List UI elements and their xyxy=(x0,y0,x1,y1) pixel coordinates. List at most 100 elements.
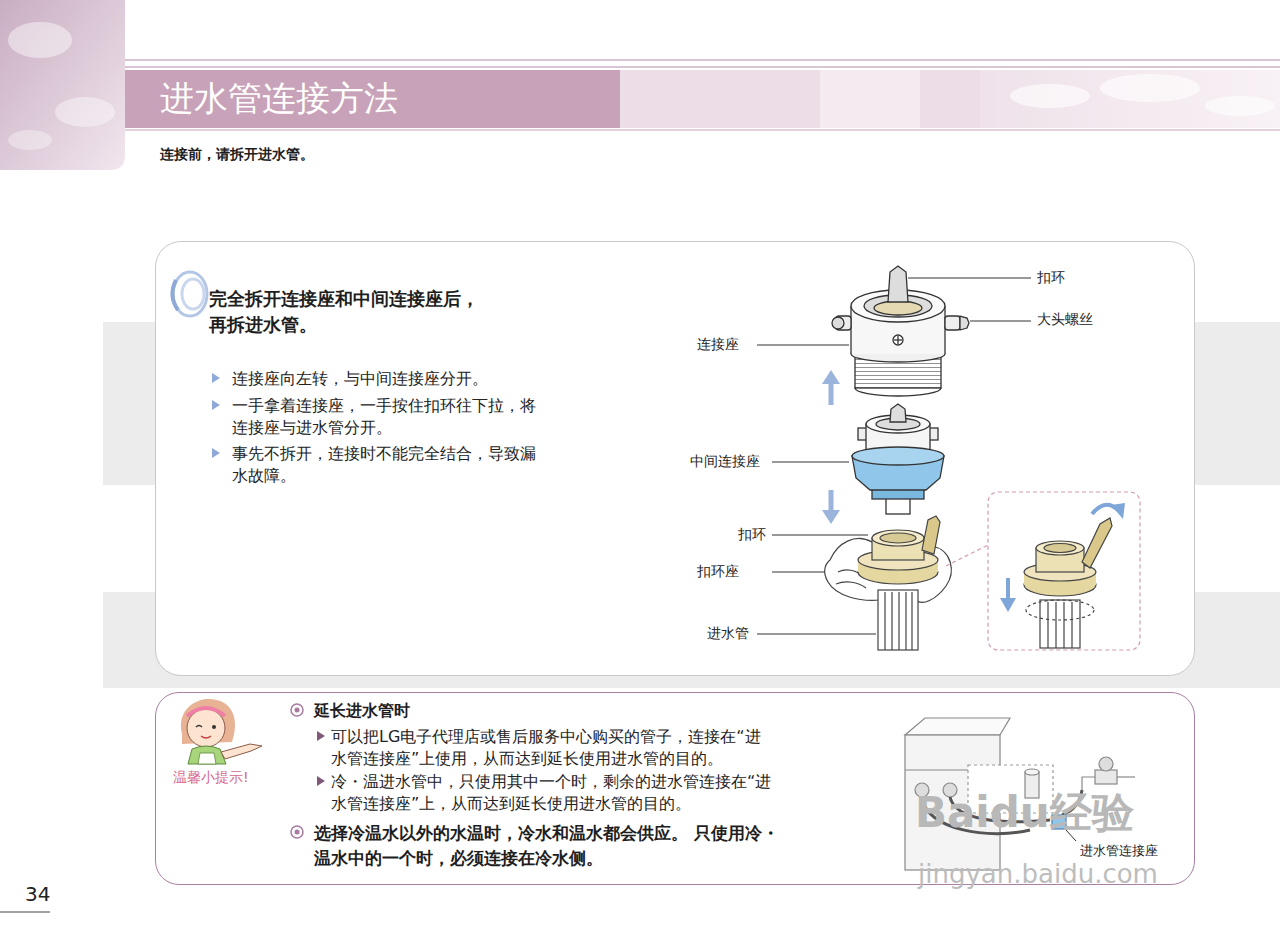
mascot xyxy=(181,699,235,744)
tip-heading: 延长进水管时 xyxy=(314,701,614,721)
label-wrap: 连接座 xyxy=(697,336,739,354)
hose-coupling xyxy=(825,538,952,602)
middle-connector xyxy=(876,418,920,430)
text-wrap: 事先不拆开，连接时不能完全结合，导致漏 水故障。 xyxy=(232,443,572,487)
connector-seat xyxy=(832,317,844,329)
label-wrap: 连接前，请拆开进水管。 xyxy=(160,146,314,164)
corner-image xyxy=(8,22,72,58)
leader-lines xyxy=(970,321,1031,322)
part-name: 进水管连接座 xyxy=(1080,843,1158,859)
connector-seat xyxy=(855,380,941,396)
leader-lines xyxy=(757,345,849,346)
title-band xyxy=(125,70,620,128)
intro-note: 连接前，请拆开进水管。 xyxy=(160,146,314,164)
header-lines xyxy=(125,60,1280,130)
detail-inset xyxy=(1063,602,1064,648)
text-wrap: 选择冷温水以外的水温时，冷水和温水都会供应。 只使用冷・温水中的一个时，必须连接… xyxy=(314,821,834,871)
tip-markers xyxy=(317,776,325,786)
leader-lines xyxy=(772,462,849,463)
connector-seat xyxy=(897,336,898,344)
detail-inset xyxy=(1092,505,1118,514)
detail-inset xyxy=(1026,600,1094,620)
label-wrap: 进水管连接座 xyxy=(1080,843,1158,859)
middle-connector xyxy=(858,428,868,440)
part-name: 扣环 xyxy=(1037,269,1065,287)
middle-connector xyxy=(928,428,938,440)
bullet-markers xyxy=(212,400,220,410)
detail-inset xyxy=(1047,602,1048,648)
corner-image xyxy=(8,130,52,150)
middle-connector xyxy=(872,486,924,499)
step-text: 一手拿着连接座，一手按住扣环往下拉，将 连接座与进水管分开。 xyxy=(232,395,572,439)
detail-inset xyxy=(946,545,988,566)
mascot xyxy=(198,753,216,764)
washer-sketch xyxy=(905,718,1010,735)
hose-coupling xyxy=(858,560,938,584)
text-wrap: 冷・温进水管中，只使用其中一个时，剩余的进水管连接在“进 水管连接座”上，从而达… xyxy=(331,771,851,815)
hose-coupling xyxy=(858,550,938,570)
label-wrap: Baidu经验 xyxy=(915,792,1134,834)
text-wrap: 可以把LG电子代理店或售后服务中心购买的管子，连接在“进 水管连接座”上使用，从… xyxy=(331,726,851,770)
step-text: 连接座向左转，与中间连接座分开。 xyxy=(232,368,572,390)
step-text: 事先不拆开，连接时不能完全结合，导致漏 水故障。 xyxy=(232,443,572,487)
hose-coupling xyxy=(905,592,906,650)
detail-inset xyxy=(1006,578,1010,600)
connector-seat xyxy=(874,301,922,315)
mascot xyxy=(221,744,262,759)
middle-connector xyxy=(866,415,930,433)
middle-connector xyxy=(886,498,910,514)
washer-sketch xyxy=(1025,769,1039,775)
washer-sketch xyxy=(905,769,1000,770)
title-band xyxy=(980,70,1280,128)
title-band xyxy=(125,70,1280,128)
detail-inset xyxy=(1044,544,1076,553)
swirl-icon xyxy=(173,272,207,316)
hose-coupling xyxy=(884,592,885,650)
connector-seat xyxy=(960,316,969,330)
washer-sketch xyxy=(1082,777,1095,790)
detail-inset xyxy=(1071,602,1072,648)
connector-seat xyxy=(836,316,851,330)
tip-caption: 温馨小提示! xyxy=(173,768,283,786)
connector-seat xyxy=(864,295,932,317)
tip-panel: 温馨小提示! 延长进水管时可以把LG电子代理店或售后服务中心购买的管子，连接在“进… xyxy=(155,692,1195,885)
title-band xyxy=(820,70,920,128)
hose-coupling xyxy=(872,538,924,560)
detail-inset xyxy=(1055,602,1056,648)
hose-coupling xyxy=(858,560,938,572)
leader-lines xyxy=(757,278,1031,634)
page-number: 34 xyxy=(25,882,50,907)
header-lines xyxy=(125,60,1280,61)
hose-coupling xyxy=(878,590,918,650)
corner-image xyxy=(0,0,125,170)
text-wrap: 温馨小提示! xyxy=(173,768,283,786)
title-wrap: 进水管连接方法 xyxy=(160,77,398,119)
mascot xyxy=(196,726,202,728)
text-wrap: 完全拆开连接座和中间连接座后， 再拆进水管。 xyxy=(209,286,549,338)
move-arrows xyxy=(829,382,834,405)
header-lines xyxy=(125,67,1280,68)
detail-inset xyxy=(1040,600,1080,648)
text-wrap: 一手拿着连接座，一手按住扣环往下拉，将 连接座与进水管分开。 xyxy=(232,395,572,439)
page-number-rule xyxy=(0,912,50,913)
connector-seat xyxy=(888,266,908,302)
middle-connector xyxy=(852,447,944,465)
label-wrap: 进水管 xyxy=(707,625,749,643)
tip-note: 选择冷温水以外的水温时，冷水和温水都会供应。 只使用冷・温水中的一个时，必须连接… xyxy=(314,821,834,871)
detail-inset xyxy=(1024,518,1112,648)
move-arrows xyxy=(822,370,840,524)
page-title: 进水管连接方法 xyxy=(160,77,398,119)
leader-lines xyxy=(772,572,855,573)
washer-sketch xyxy=(1095,770,1117,784)
bullet-markers xyxy=(212,373,220,458)
panel-heading: 完全拆开连接座和中间连接座后， 再拆进水管。 xyxy=(209,286,549,338)
corner-image xyxy=(0,0,125,170)
label-wrap: 34 xyxy=(25,882,50,907)
title-band xyxy=(1010,84,1090,108)
mascot xyxy=(187,708,225,716)
label-wrap: 大头螺丝 xyxy=(1037,311,1093,329)
tip-markers xyxy=(291,704,325,838)
tip-markers xyxy=(295,830,300,835)
detail-inset xyxy=(1036,541,1084,555)
